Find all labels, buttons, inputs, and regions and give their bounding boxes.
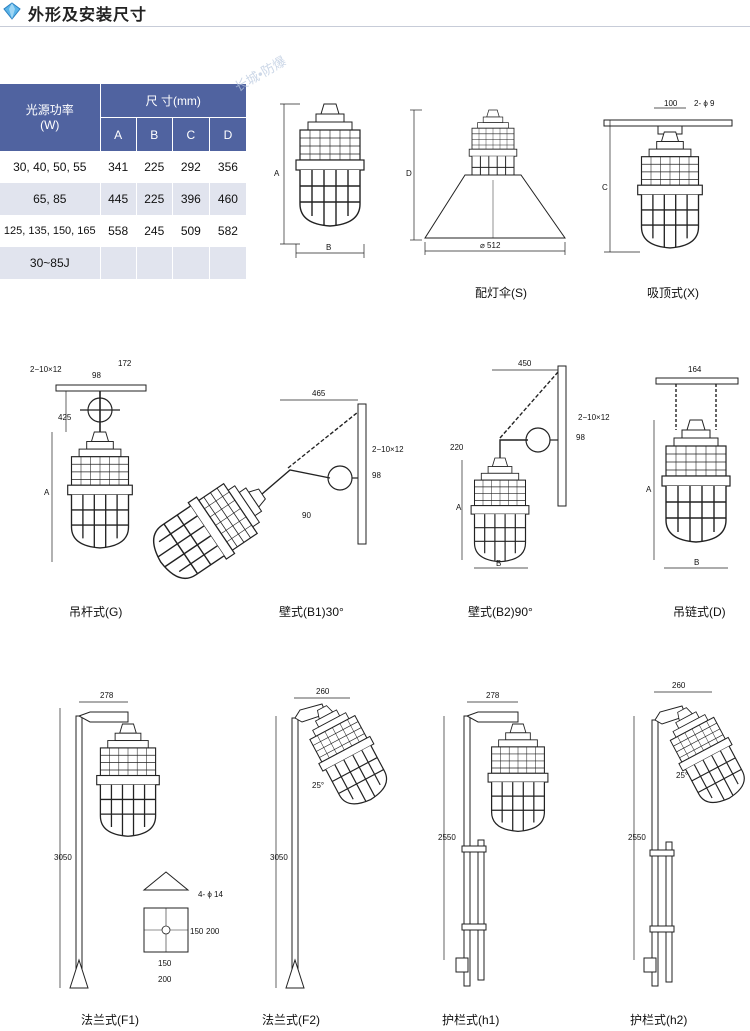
caption-wall-30: 壁式(B1)30° <box>279 605 344 619</box>
cell-c <box>171 247 210 279</box>
dim-label-b: B <box>326 243 331 252</box>
cell-c: 396 <box>171 183 210 215</box>
dim-label-a: A <box>274 169 280 178</box>
dim-label-90: 90 <box>302 511 311 520</box>
lamp-drawing-rail-h2 <box>633 691 750 987</box>
col-header-d: D <box>208 117 246 151</box>
dim-label-98-b1: 98 <box>372 471 381 480</box>
dim-label-164: 164 <box>688 365 702 374</box>
dim-label-98-b2: 98 <box>576 433 585 442</box>
lamp-drawing-flange-f2 <box>275 693 397 989</box>
cell-b <box>135 247 173 279</box>
caption-wall-90: 壁式(B2)90° <box>468 605 533 619</box>
caption-flange-f2: 法兰式(F2) <box>262 1013 320 1027</box>
dim-label-100: 100 <box>664 99 678 108</box>
cell-d: 582 <box>208 215 246 247</box>
power-cell: 30~85J <box>0 247 101 279</box>
dim-label-260-h2: 260 <box>672 681 686 690</box>
dim-label-2-10x12: 2−10×12 <box>30 365 62 374</box>
caption-ceiling: 吸顶式(X) <box>647 286 699 300</box>
cell-b: 225 <box>135 151 173 183</box>
power-header-text: 光源功率 (W) <box>25 102 74 132</box>
dim-label-450: 450 <box>518 359 532 368</box>
power-cell: 30, 40, 50, 55 <box>0 151 101 183</box>
dim-label-b-b2: B <box>496 559 501 568</box>
caption-rail-h1: 护栏式(h1) <box>442 1013 500 1027</box>
dim-label-278: 278 <box>100 691 114 700</box>
dim-label-2phi9: 2- ϕ 9 <box>694 99 715 108</box>
dim-label-425: 425 <box>58 413 72 422</box>
dim-label-a-d: A <box>646 485 652 494</box>
dim-label-3050-f2: 3050 <box>270 853 288 862</box>
table-row: 30, 40, 50, 55 341 225 292 356 <box>0 151 246 183</box>
dim-label-25-h2: 25° <box>676 771 688 780</box>
lamp-drawing-rail-h1 <box>443 701 549 987</box>
caption-pendant: 吊杆式(G) <box>69 605 123 619</box>
cell-a: 341 <box>99 151 137 183</box>
dim-label-2-10x12-b2: 2−10×12 <box>578 413 610 422</box>
col-header-b: B <box>135 117 173 151</box>
lamp-drawing-ceiling <box>603 107 733 253</box>
caption-rail-h2: 护栏式(h2) <box>630 1013 688 1027</box>
dim-label-2550: 2550 <box>438 833 456 842</box>
dim-label-25: 25° <box>312 781 324 790</box>
power-cell: 125, 135, 150, 165 <box>0 215 101 247</box>
caption-flange-f1: 法兰式(F1) <box>81 1013 139 1027</box>
cell-a: 445 <box>99 183 137 215</box>
dimension-table: 光源功率 (W) 尺 寸(mm) A B C D 30, 40, 50, 55 … <box>0 84 246 279</box>
cell-a: 558 <box>99 215 137 247</box>
cell-b: 245 <box>135 215 173 247</box>
lamp-drawing-pendant <box>51 384 147 562</box>
dim-label-465: 465 <box>312 389 326 398</box>
col-header-c: C <box>171 117 210 151</box>
caption-chain: 吊链式(D) <box>673 605 726 619</box>
dim-label-150: 150 <box>190 927 204 936</box>
section-header: 外形及安装尺寸 <box>0 0 750 27</box>
dim-label-278-h1: 278 <box>486 691 500 700</box>
lamp-drawing-flange-f1 <box>59 701 190 989</box>
section-title: 外形及安装尺寸 <box>28 7 148 24</box>
cell-d: 460 <box>208 183 246 215</box>
diamond-icon <box>3 2 21 20</box>
table-row: 30~85J <box>0 247 246 279</box>
dim-label-2550-h2: 2550 <box>628 833 646 842</box>
dim-label-260: 260 <box>316 687 330 696</box>
lamp-drawing-reflector <box>410 109 566 255</box>
cell-c: 292 <box>171 151 210 183</box>
table-row: 125, 135, 150, 165 558 245 509 582 <box>0 215 246 247</box>
dim-label-98: 98 <box>92 371 101 380</box>
watermark: 长城•防爆 <box>232 53 288 94</box>
power-cell: 65, 85 <box>0 183 101 215</box>
header-divider <box>0 26 750 27</box>
dim-label-c: C <box>602 183 608 192</box>
cell-a <box>99 247 137 279</box>
dim-label-200: 200 <box>206 927 220 936</box>
dim-label-512: ⌀ 512 <box>480 241 501 250</box>
col-header-a: A <box>99 117 137 151</box>
dim-label-a: A <box>44 488 50 497</box>
dim-label-a-b2: A <box>456 503 462 512</box>
caption-reflector: 配灯伞(S) <box>475 286 527 300</box>
dim-label-172: 172 <box>118 359 132 368</box>
table-row: 65, 85 445 225 396 460 <box>0 183 246 215</box>
cell-d <box>208 247 246 279</box>
dim-label-220: 220 <box>450 443 464 452</box>
lamp-drawing-basic <box>280 103 365 258</box>
dim-label-200-h: 200 <box>158 975 172 984</box>
dim-label-2-10x12-b1: 2−10×12 <box>372 445 404 454</box>
dim-label-d: D <box>406 169 412 178</box>
power-header: 光源功率 (W) <box>0 84 101 151</box>
lamp-drawing-wall-30 <box>141 399 367 592</box>
lamp-drawing-chain <box>653 377 739 569</box>
dim-label-4phi14: 4- ϕ 14 <box>198 890 223 899</box>
cell-b: 225 <box>135 183 173 215</box>
lamp-drawing-wall-90 <box>461 365 567 569</box>
dim-label-3050: 3050 <box>54 853 72 862</box>
dim-label-b-d: B <box>694 558 699 567</box>
dim-label-150-h: 150 <box>158 959 172 968</box>
dimension-header: 尺 寸(mm) <box>100 84 246 118</box>
cell-c: 509 <box>171 215 210 247</box>
cell-d: 356 <box>208 151 246 183</box>
